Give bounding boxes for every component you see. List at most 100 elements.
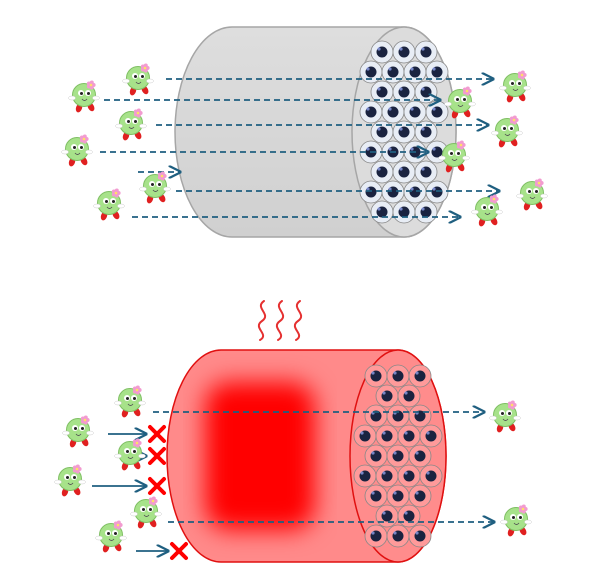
flower-icon	[509, 115, 519, 125]
pore	[419, 464, 443, 488]
pore	[359, 60, 383, 84]
blocked-arrow	[136, 542, 188, 560]
pore	[392, 120, 416, 144]
pore	[425, 60, 449, 84]
hot-cylinder	[166, 349, 447, 563]
pore	[397, 504, 421, 528]
pore	[386, 444, 410, 468]
pore	[425, 180, 449, 204]
pore	[381, 100, 405, 124]
green-ball-character-icon	[499, 70, 531, 103]
pore	[364, 364, 388, 388]
flower-icon	[79, 134, 89, 144]
flower-icon	[140, 63, 150, 73]
green-ball-character-icon	[114, 385, 146, 418]
red-x-icon	[148, 447, 166, 465]
pore	[375, 504, 399, 528]
pore	[403, 180, 427, 204]
pore	[397, 464, 421, 488]
pore	[353, 464, 377, 488]
flower-icon	[148, 496, 158, 506]
pore	[386, 484, 410, 508]
molecule-characters	[54, 385, 532, 553]
pore	[408, 364, 432, 388]
flower-icon	[72, 464, 82, 474]
pore	[414, 200, 438, 224]
pore	[397, 384, 421, 408]
green-ball-character-icon	[130, 496, 162, 529]
pore	[408, 524, 432, 548]
pore	[370, 120, 394, 144]
green-ball-character-icon	[122, 63, 154, 96]
pore	[386, 524, 410, 548]
pore	[364, 404, 388, 428]
flower-icon	[157, 171, 167, 181]
pore	[386, 364, 410, 388]
pore	[403, 60, 427, 84]
pore	[397, 424, 421, 448]
pore	[392, 160, 416, 184]
flower-icon	[489, 194, 499, 204]
green-ball-character-icon	[95, 520, 127, 553]
pore	[408, 484, 432, 508]
flower-icon	[113, 520, 123, 530]
pore	[392, 200, 416, 224]
pore	[403, 100, 427, 124]
passing-arrows	[153, 412, 494, 522]
pore	[414, 40, 438, 64]
flower-icon	[133, 108, 143, 118]
flower-icon	[456, 140, 466, 150]
green-ball-character-icon	[489, 400, 521, 433]
flower-icon	[518, 504, 528, 514]
flower-icon	[80, 415, 90, 425]
flower-icon	[507, 400, 517, 410]
hot-pore-bundle	[353, 364, 443, 548]
pore	[370, 160, 394, 184]
pore	[392, 40, 416, 64]
flower-icon	[86, 80, 96, 90]
heated-state-panel	[54, 300, 532, 563]
flower-icon	[462, 86, 472, 96]
pore	[408, 404, 432, 428]
green-ball-character-icon	[491, 115, 523, 148]
heat-wave-icon	[257, 300, 303, 341]
flower-icon	[132, 438, 142, 448]
pore	[408, 444, 432, 468]
pore	[370, 200, 394, 224]
pore	[359, 180, 383, 204]
green-ball-character-icon	[444, 86, 476, 119]
pore	[353, 424, 377, 448]
green-ball-character-icon	[438, 140, 470, 173]
pore	[375, 384, 399, 408]
green-ball-character-icon	[62, 415, 94, 448]
green-ball-character-icon	[516, 178, 548, 211]
flower-icon	[517, 70, 527, 80]
pore	[364, 484, 388, 508]
flower-icon	[132, 385, 142, 395]
blocked-arrow	[108, 425, 166, 443]
green-ball-character-icon	[471, 194, 503, 227]
molecule-characters	[61, 63, 548, 227]
pore	[375, 464, 399, 488]
pore	[392, 80, 416, 104]
pore	[414, 160, 438, 184]
passing-arrows	[100, 79, 499, 217]
pore	[364, 444, 388, 468]
green-ball-character-icon	[115, 108, 147, 141]
blocked-arrow	[92, 477, 166, 495]
pore	[381, 180, 405, 204]
green-ball-character-icon	[68, 80, 100, 113]
flower-icon	[534, 178, 544, 188]
pore	[364, 524, 388, 548]
red-x-icon	[170, 542, 188, 560]
green-ball-character-icon	[93, 188, 125, 221]
green-ball-character-icon	[500, 504, 532, 537]
red-x-icon	[148, 477, 166, 495]
normal-state-panel	[61, 26, 548, 238]
pore	[386, 404, 410, 428]
green-ball-character-icon	[54, 464, 86, 497]
pore	[419, 424, 443, 448]
cold-pore-bundle	[359, 40, 449, 224]
pore	[414, 120, 438, 144]
